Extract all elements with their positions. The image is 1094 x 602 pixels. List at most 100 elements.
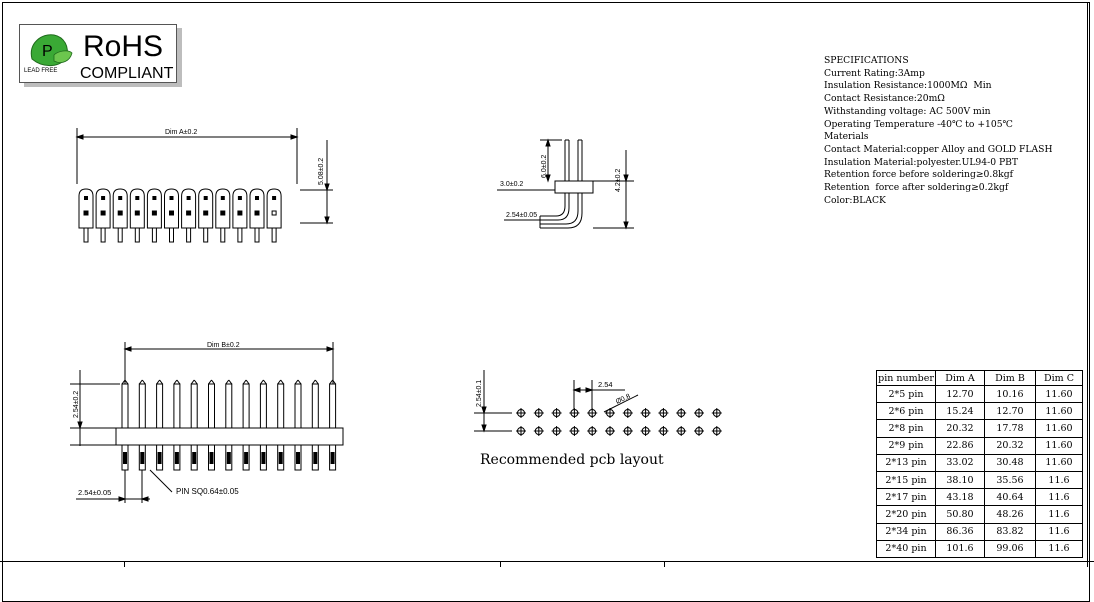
table-cell: 12.70 — [984, 402, 1036, 421]
bottom-pin-tip — [141, 379, 146, 385]
front-pin-top — [220, 196, 225, 200]
spec-line: Insulation Resistance:1000MΩ Min — [824, 80, 992, 92]
bottom-pin-upper — [259, 383, 267, 429]
height-dim-label: 5.08±0.2 — [318, 158, 325, 185]
front-pin-housing — [112, 188, 128, 229]
bottom-pin-shade — [261, 452, 266, 464]
bottom-pin-tip — [228, 379, 233, 385]
front-pin-bottom — [237, 210, 243, 216]
front-pin-bottom — [134, 210, 140, 216]
table-cell: 22.86 — [935, 436, 985, 455]
bottom-pin-tip — [176, 379, 181, 385]
bottom-pin-tip — [262, 379, 267, 385]
front-pin-tail — [134, 227, 140, 243]
front-pin-bottom — [254, 210, 260, 216]
table-cell: 38.10 — [935, 470, 985, 490]
lead-free-label: LEAD FREE — [24, 68, 58, 74]
front-pin-top — [152, 196, 157, 200]
table-cell: 2*13 pin — [876, 453, 936, 472]
front-pin-top — [169, 196, 174, 200]
pcb-layout: 2.54±0.1 2.54 Ø0.8 — [474, 370, 722, 436]
spec-line: Contact Resistance:20mΩ — [824, 93, 945, 105]
front-pin-top — [255, 196, 259, 200]
table-cell: 86.36 — [935, 522, 985, 541]
bottom-pin-upper — [311, 383, 319, 429]
front-pin-bottom — [83, 210, 89, 216]
front-pin-tail — [151, 227, 157, 243]
front-pin-bottom — [169, 210, 174, 216]
bottom-pin-upper — [138, 383, 146, 429]
front-pin-housing — [146, 188, 162, 229]
pcb-pitch-v-label: 2.54±0.1 — [476, 380, 483, 407]
bottom-pin-shade — [226, 452, 231, 464]
table-cell: 11.6 — [1035, 505, 1083, 524]
table-cell: 11.6 — [1035, 470, 1083, 490]
table-cell: 11.60 — [1035, 402, 1083, 421]
front-pin-bottom — [220, 210, 226, 216]
pin-note-label: PIN SQ0.64±0.05 — [176, 487, 239, 496]
spec-line: Operating Temperature -40℃ to +105℃ — [824, 118, 1013, 130]
lead-free-leaf-icon: P — [30, 34, 73, 66]
lead-free-badge-letter: P — [42, 43, 53, 60]
table-cell: 2*9 pin — [876, 436, 936, 455]
table-cell: 2*20 pin — [876, 505, 936, 524]
bottom-pin-shade — [192, 452, 197, 464]
front-pin-tail — [220, 227, 226, 243]
bottom-pin-tip — [329, 379, 334, 385]
dim-a-label: Dim A±0.2 — [165, 129, 197, 136]
front-pin-top — [135, 196, 140, 200]
front-pin-tail — [254, 227, 260, 243]
bottom-pin-shade — [278, 452, 283, 464]
spec-line: Color:BLACK — [824, 194, 886, 206]
bottom-pin-shade — [244, 452, 249, 464]
table-cell: 50.80 — [935, 505, 985, 524]
front-pin-housing — [198, 188, 214, 229]
pcb-hole-label: Ø0.8 — [615, 393, 632, 406]
bottom-pin-upper — [208, 383, 215, 429]
front-pin-tail — [117, 227, 123, 243]
bottom-pin-tip — [124, 379, 129, 385]
title-block-divider — [664, 561, 665, 567]
table-cell: 35.56 — [984, 470, 1036, 490]
bottom-pin-tip — [193, 379, 198, 385]
table-cell: 10.16 — [984, 384, 1036, 404]
column-header: pin number — [876, 370, 936, 386]
spec-line: Materials — [824, 131, 869, 143]
table-cell: 2*40 pin — [876, 539, 936, 558]
bottom-pin-tip — [277, 379, 282, 385]
bottom-pin-tip — [121, 379, 126, 385]
front-pin-bottom — [203, 210, 209, 216]
spec-line: Current Rating:3Amp — [824, 67, 925, 79]
side-dim-42-label: 4.2±0.2 — [615, 169, 622, 192]
front-pin-tail — [100, 227, 106, 243]
bottom-pin-tip — [138, 379, 143, 385]
front-pin-housing — [215, 188, 231, 229]
table-cell: 40.64 — [984, 488, 1036, 507]
front-pin-tail — [237, 227, 243, 243]
bottom-pin-shade — [209, 452, 214, 464]
table-cell: 2*5 pin — [876, 384, 936, 404]
column-header: Dim C — [1035, 370, 1083, 386]
side-view: 6.0±0.2 3.0±0.2 4.2±0.2 2.54±0.05 — [497, 138, 634, 230]
front-pin-tail — [83, 227, 89, 243]
side-dim-60-label: 6.0±0.2 — [541, 155, 548, 178]
table-header-row: pin number Dim A Dim B Dim C — [876, 370, 1083, 386]
table-cell: 11.6 — [1035, 488, 1083, 507]
bottom-pin-tip — [156, 379, 161, 385]
table-cell: 20.32 — [935, 419, 985, 438]
bottom-pin-tip — [297, 379, 302, 385]
table-cell: 11.60 — [1035, 453, 1083, 472]
rohs-logo: P LEAD FREE RoHS COMPLIANT — [19, 24, 187, 87]
bottom-pin-upper — [277, 383, 285, 429]
front-view: Dim A±0.2 5.08±0.2 — [75, 128, 333, 243]
front-pin-top — [186, 196, 191, 200]
front-pin-bottom — [151, 210, 157, 216]
bottom-pin-tip — [314, 379, 319, 385]
